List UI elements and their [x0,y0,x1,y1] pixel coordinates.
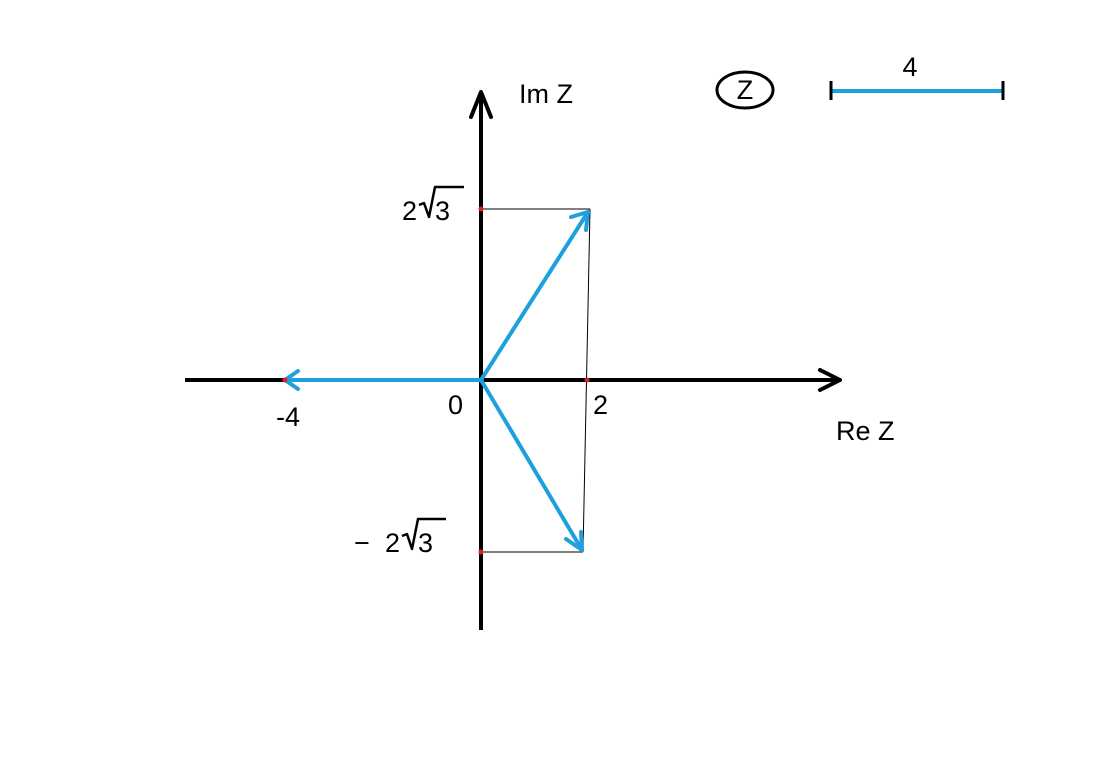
tick-label-minus-4: -4 [276,402,300,432]
tick-point-2 [584,377,590,383]
tick-label-minus-2sqrt3-radicand: 3 [418,528,433,558]
radical-sign [418,185,464,219]
modulus-scale-bar: 4 [829,52,1005,100]
imaginary-axis-label: Im Z [519,79,573,109]
tick-point-minus-4 [282,377,288,383]
tick-label-2: 2 [593,390,608,420]
upper-vector [479,210,590,382]
tick-label-2sqrt3-coefficient: 2 [402,196,417,226]
tick-label-minus-2sqrt3-coefficient: 2 [385,528,400,558]
tick-label-minus-sign: − [354,528,370,558]
tick-point-2sqrt3 [478,206,484,212]
tick-label-minus-2sqrt3: − 2 3 [354,517,446,558]
tick-label-2sqrt3: 2 3 [402,185,464,226]
z-symbol-ellipse [715,70,775,110]
tick-point-minus-2sqrt3 [478,549,484,555]
z-symbol-badge: Z [715,70,775,110]
lower-vector [479,378,584,552]
radical-sign [401,517,446,551]
real-axis-arrowhead [818,368,842,392]
tick-label-2sqrt3-radicand: 3 [435,196,450,226]
z-symbol-label: Z [737,75,754,105]
real-axis-label: Re Z [836,416,895,446]
origin-label: 0 [448,390,463,420]
imaginary-axis-arrowhead [469,90,493,119]
modulus-label: 4 [902,52,917,82]
left-vector [283,369,483,391]
